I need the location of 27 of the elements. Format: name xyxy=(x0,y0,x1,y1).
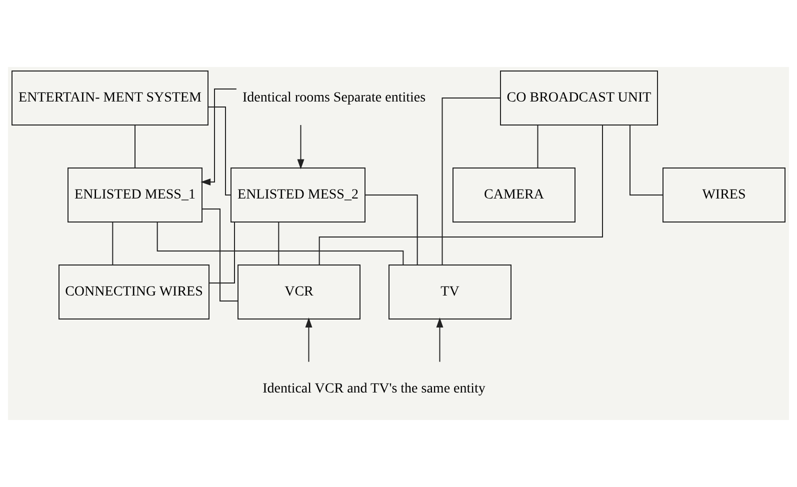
arrow xyxy=(305,318,312,362)
node-box: CO BROADCAST UNIT xyxy=(500,70,658,126)
node-box: VCR xyxy=(238,264,360,320)
connector xyxy=(278,222,280,266)
connector xyxy=(134,124,136,168)
connector xyxy=(364,194,418,266)
arrow xyxy=(200,88,237,186)
connector xyxy=(208,222,235,284)
connector xyxy=(537,124,538,168)
arrow xyxy=(297,124,304,170)
connector xyxy=(156,222,404,266)
node-box: WIRES xyxy=(662,168,786,222)
arrow xyxy=(436,318,444,362)
connector xyxy=(112,222,114,266)
node-box: ENTERTAIN- MENT SYSTEM xyxy=(12,70,208,126)
node-box: TV xyxy=(388,264,512,320)
connector xyxy=(202,208,238,302)
node-text: Identical rooms Separate entities xyxy=(242,90,426,106)
node-box: CONNECTING WIRES xyxy=(58,264,210,320)
connector xyxy=(208,106,232,196)
node-box: ENLISTED MESS_1 xyxy=(68,168,202,222)
connector xyxy=(442,98,501,266)
node-box: CAMERA xyxy=(452,168,576,222)
connector xyxy=(630,124,664,196)
connector xyxy=(318,124,603,266)
node-box: ENLISTED MESS_2 xyxy=(230,168,366,222)
node-text: Identical VCR and TV's the same entity xyxy=(262,382,486,397)
